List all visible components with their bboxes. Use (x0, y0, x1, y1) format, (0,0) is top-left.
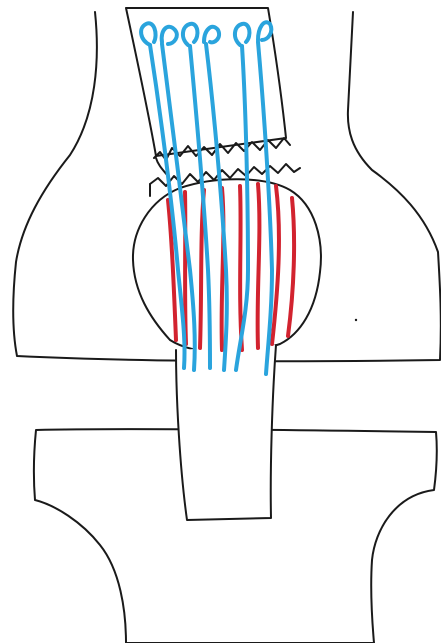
speck-mark (355, 319, 357, 321)
graft-stripe (258, 184, 260, 348)
tendon-strip (176, 345, 276, 520)
